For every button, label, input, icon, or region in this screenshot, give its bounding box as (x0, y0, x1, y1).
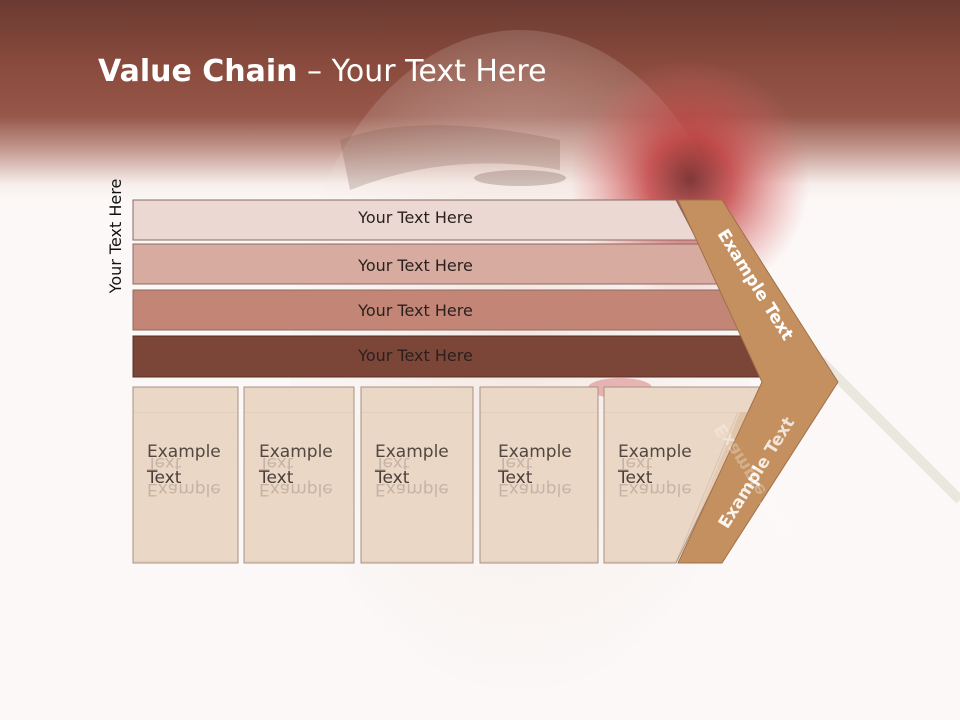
reflection-column-3 (360, 412, 474, 562)
reflection-column-5-line2: Text (618, 453, 653, 473)
title-rest: – Your Text Here (297, 54, 547, 89)
reflection-column-3-line1: Example (375, 479, 449, 499)
reflection-column-4-line1: Example (498, 479, 572, 499)
row-2-label: Your Text Here (358, 256, 473, 275)
diagram-reflection: Example Text Example Text Example Text E… (0, 412, 960, 562)
reflection-column-2-line1: Example (259, 479, 333, 499)
reflection-column-4-line2: Text (498, 453, 533, 473)
reflection-column-1-line1: Example (147, 479, 221, 499)
reflection-column-3-line2: Text (375, 453, 410, 473)
row-1-label: Your Text Here (358, 208, 473, 227)
row-4-label: Your Text Here (358, 346, 473, 365)
reflection-column-2-text: Example Text (259, 450, 333, 502)
reflection-chevron (678, 412, 800, 562)
reflection-column-1 (132, 412, 239, 562)
reflection-column-2-line2: Text (259, 453, 294, 473)
reflection-column-4-text: Example Text (498, 450, 572, 502)
reflection-shapes (132, 412, 800, 562)
reflection-column-2 (243, 412, 355, 562)
reflection-column-3-text: Example Text (375, 450, 449, 502)
row-3-label: Your Text Here (358, 301, 473, 320)
reflection-column-4 (479, 412, 599, 562)
slide-title: Value Chain – Your Text Here (98, 54, 547, 89)
reflection-column-5 (603, 412, 739, 562)
title-bold: Value Chain (98, 54, 298, 89)
reflection-column-5-line1: Example (618, 479, 692, 499)
reflection-column-1-line2: Text (147, 453, 182, 473)
reflection-column-5-text: Example Text (618, 450, 692, 502)
reflection-column-1-text: Example Text (147, 450, 221, 502)
